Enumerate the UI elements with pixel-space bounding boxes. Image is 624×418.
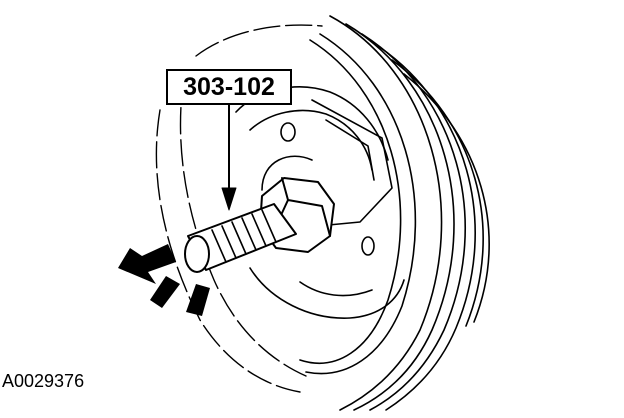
figure-reference-code: A0029376 (2, 371, 85, 391)
motion-arrows (118, 244, 210, 316)
tool-number-label: 303-102 (166, 69, 292, 105)
threaded-bolt (184, 203, 297, 273)
label-leader (221, 104, 237, 211)
pulley-rim-arcs (299, 15, 490, 411)
